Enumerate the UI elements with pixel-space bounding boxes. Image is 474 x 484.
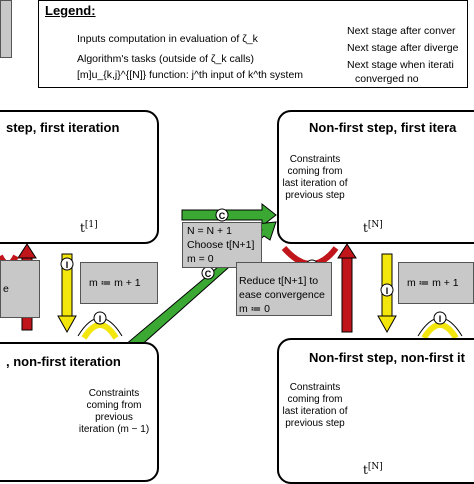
svg-text:I: I [386,286,389,296]
constraints-annotation: Constraints coming from previous iterati… [78,388,150,435]
legend-item-converge: Next stage after conver [347,25,456,37]
gray-box-top-left [0,0,12,58]
box-line: m = 0 [187,253,214,265]
legend-item-diverge: Next stage after diverge [347,42,459,54]
svg-text:C: C [219,211,226,221]
box-line: N = N + 1 [187,225,232,237]
stage-title: Non-first step, non-first it [309,350,465,365]
legend: Legend: Inputs computation in evaluation… [38,0,468,88]
stage-non-first-step-non-first-iteration: Non-first step, non-first it Constraints… [277,338,474,484]
svg-text:I: I [439,314,442,324]
legend-item-function: [m]u_{k,j}^{[N]} function: j^th input of… [77,69,304,81]
stage-first-step-first-iteration: step, first iteration t[1] [0,110,159,244]
legend-item-inputs: Inputs computation in evaluation of ζ_k [77,33,258,45]
yellow-loop-right: I [417,311,463,340]
svg-text:I: I [66,260,69,270]
stage-non-first-step-first-iteration: Non-first step, first itera Constraints … [277,110,474,244]
gray-box-left-edge: e [0,260,40,318]
legend-item-converged-note: converged no [355,73,419,85]
gray-box-iterate-right: m ≔ m + 1 [398,262,474,304]
yellow-loop-left: I [77,311,123,340]
legend-item-tasks: Algorithm's tasks (outside of ζ_k calls) [77,53,255,65]
yellow-arrow-right: I [377,253,397,334]
stage-title: Non-first step, first itera [309,120,457,135]
stage-title: step, first iteration [6,120,120,135]
svg-text:I: I [99,314,102,324]
box-line: e [3,283,9,295]
yellow-arrow-left: I [57,253,77,334]
stage-first-step-non-first-iteration: , non-first iteration Constraints coming… [0,342,159,482]
legend-item-iterate: Next stage when iterati [347,59,454,71]
box-line: m ≔ m + 1 [89,277,141,289]
constraints-annotation: Constraints coming from last iteration o… [282,382,348,429]
gray-box-iterate-left: m ≔ m + 1 [80,262,158,304]
box-line: m ≔ m + 1 [407,277,459,289]
legend-title: Legend: [45,3,96,18]
constraints-annotation: Constraints coming from last iteration o… [282,154,348,201]
tick-label: t[1] [80,220,98,235]
stage-title: , non-first iteration [6,354,121,369]
box-line: Choose t[N+1] [187,239,255,251]
box-line: ease convergence [239,289,325,301]
gray-box-new-step: N = N + 1 Choose t[N+1] m = 0 [182,222,262,268]
box-line: Reduce t[N+1] to [239,275,319,287]
svg-text:C: C [205,269,212,279]
tick-label: t[N] [363,462,383,477]
box-line: m ≔ 0 [239,303,270,315]
tick-label: t[N] [363,220,383,235]
gray-box-reduce-step: Reduce t[N+1] to ease convergence m ≔ 0 [236,262,332,316]
green-arrow-top: C [181,202,277,228]
